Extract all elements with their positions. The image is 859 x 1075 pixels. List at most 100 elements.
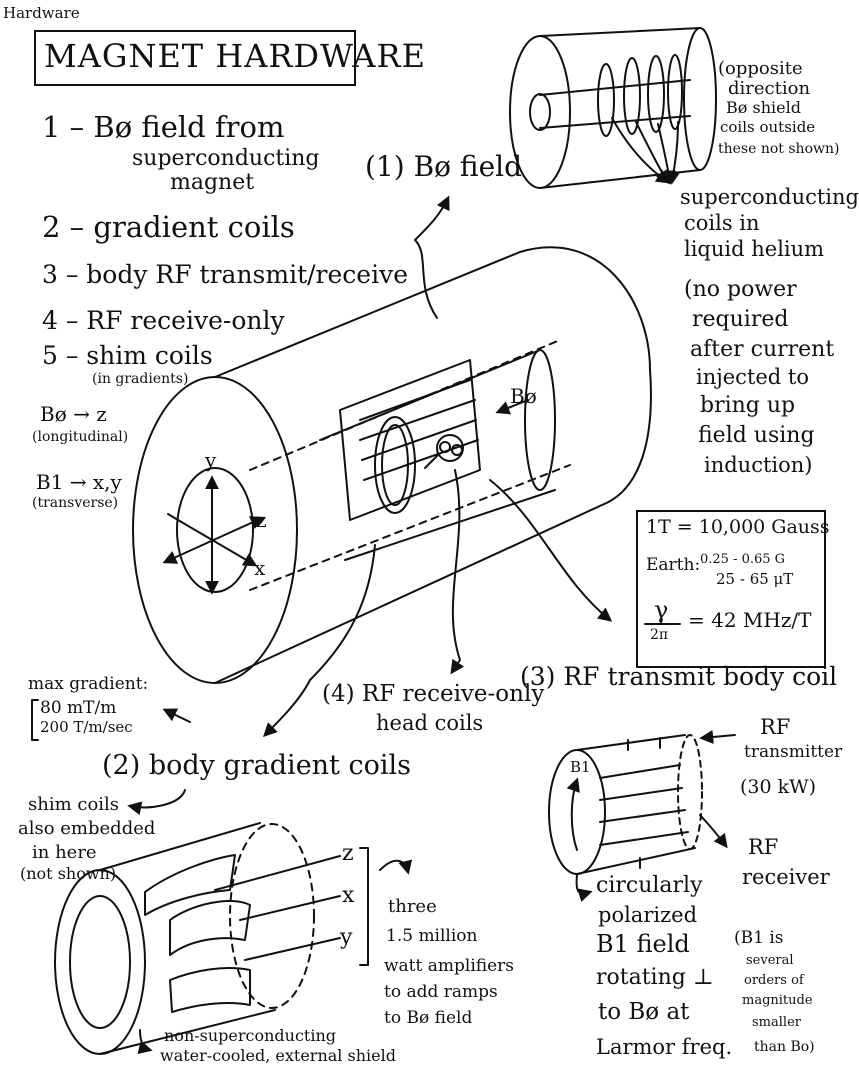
legend-item-5-sub: (in gradients) — [92, 371, 189, 387]
amplifier-note-3: watt amplifiers — [384, 956, 515, 976]
rf-receiver-2: receiver — [742, 865, 830, 889]
sc-note-1: superconducting — [680, 185, 859, 209]
polarized-note-5: to Bø at — [598, 999, 690, 1025]
polarized-note-2: polarized — [598, 903, 698, 927]
opposite-note-3: Bø shield — [726, 98, 801, 117]
legend-item-1-line2: superconducting — [132, 146, 320, 171]
shim-note-3: in here — [32, 842, 97, 863]
max-gradient-label: max gradient: — [28, 674, 149, 694]
amplifier-arrow — [379, 859, 413, 875]
b1-note-3: orders of — [744, 973, 804, 988]
shield-note-1: non-superconducting — [164, 1026, 337, 1045]
gradient-label-y: y — [340, 925, 353, 950]
rf-transmit-callout — [489, 479, 613, 622]
max-gradient-line1: 80 mT/m — [40, 698, 117, 718]
gradient-label-x: x — [342, 883, 355, 908]
shim-arrow — [127, 789, 186, 816]
axis-x-label: x — [254, 556, 266, 580]
axis-y-label: y — [205, 448, 217, 472]
amplifier-note-2: 1.5 million — [386, 926, 478, 946]
page-title: MAGNET HARDWARE — [44, 37, 426, 75]
rf-receive-callout-2: head coils — [376, 711, 484, 735]
amplifier-note-4: to add ramps — [384, 982, 498, 1002]
b0-callout-arrow — [414, 195, 450, 319]
b1-note-5: smaller — [752, 1015, 801, 1030]
power-note-7: induction) — [704, 453, 813, 477]
amplifier-note-1: three — [388, 896, 437, 917]
gradient-callout — [263, 544, 376, 737]
tesla-gauss: 1T = 10,000 Gauss — [646, 516, 830, 538]
shim-note-4: (not shown) — [20, 864, 117, 883]
shield-note-2: water-cooled, external shield — [160, 1046, 396, 1065]
units-box — [636, 510, 826, 668]
bore-axes — [162, 475, 265, 595]
power-note-3: after current — [690, 337, 835, 362]
b1-note-4: magnitude — [742, 993, 813, 1008]
inner-coils — [319, 349, 556, 561]
magnet-cross-section — [509, 27, 717, 189]
gradient-label-z: z — [342, 841, 354, 866]
b1-rotation-arrow — [566, 777, 580, 851]
opposite-note-4: coils outside — [720, 118, 816, 136]
power-note-2: required — [692, 307, 789, 332]
polarized-arrow — [575, 874, 593, 902]
legend-item-4: 4 – RF receive-only — [42, 306, 285, 335]
earth-microtesla: 25 - 65 μT — [716, 570, 794, 588]
rf-receive-callout-1: (4) RF receive-only — [322, 681, 545, 707]
shim-note-2: also embedded — [18, 818, 156, 839]
sc-coil-pointers — [611, 117, 681, 185]
gradient-coil-drawing — [54, 822, 369, 1055]
axis-z-label: z — [256, 508, 267, 532]
legend-item-5: 5 – shim coils — [42, 341, 213, 370]
b1-note-2: several — [746, 953, 794, 968]
power-note-1: (no power — [684, 277, 797, 302]
max-gradient-line2: 200 T/m/sec — [40, 718, 133, 736]
polarized-note-4: rotating ⊥ — [596, 965, 714, 990]
rf-transmitter-1: RF — [760, 715, 791, 739]
rf-receive-callout — [450, 469, 465, 675]
rf-transmit-callout-label: (3) RF transmit body coil — [520, 662, 838, 691]
b0-axis-note: Bø → z — [40, 402, 107, 426]
opposite-note-5: these not shown) — [718, 141, 840, 157]
rf-body-coil-drawing — [548, 734, 703, 875]
opposite-note-1: (opposite — [718, 58, 803, 79]
opposite-note-2: direction — [728, 78, 811, 99]
b0-arrow-label: Bø — [510, 384, 537, 408]
gradient-callout-label: (2) body gradient coils — [102, 750, 411, 781]
gamma-symbol: γ — [654, 596, 669, 624]
power-note-4: injected to — [696, 365, 810, 389]
rf-receiver-1: RF — [748, 835, 779, 859]
power-note-5: bring up — [700, 393, 796, 418]
shim-note-1: shim coils — [28, 794, 120, 815]
legend-item-1-line3: magnet — [170, 170, 255, 195]
sc-note-3: liquid helium — [684, 237, 825, 261]
legend-item-3: 3 – body RF transmit/receive — [42, 260, 409, 289]
title-box — [34, 30, 356, 86]
legend-item-2: 2 – gradient coils — [42, 210, 295, 244]
earth-gauss: 0.25 - 0.65 G — [700, 552, 786, 567]
rf-transmitter-3: (30 kW) — [740, 776, 817, 798]
two-pi: 2π — [650, 627, 669, 643]
polarized-note-3: B1 field — [596, 930, 690, 958]
b1-note-6: than Bo) — [754, 1039, 815, 1055]
amplifier-note-5: to Bø field — [384, 1008, 473, 1028]
b1-axis-note: B1 → x,y — [36, 470, 122, 494]
b1-vector-label: B1 — [570, 758, 591, 776]
legend-item-1: 1 – Bø field from — [42, 110, 285, 144]
shield-arrow — [137, 1029, 153, 1055]
earth-label: Earth: — [646, 555, 701, 575]
diagram-drawing — [31, 27, 736, 1055]
corner-label: Hardware — [3, 4, 80, 22]
b0-arrow — [495, 399, 529, 415]
b0-field-callout: (1) Bø field — [365, 150, 523, 183]
polarized-note-1: circularly — [596, 873, 703, 898]
power-note-6: field using — [698, 423, 815, 448]
max-gradient-bracket — [31, 699, 39, 741]
b0-axis-note-sub: (longitudinal) — [32, 429, 129, 445]
rf-transmitter-arrow — [699, 730, 736, 744]
sc-note-2: coils in — [684, 211, 760, 235]
polarized-note-6: Larmor freq. — [596, 1035, 733, 1059]
gyromagnetic-ratio: = 42 MHz/T — [688, 608, 812, 632]
rf-transmitter-2: transmitter — [744, 742, 843, 762]
b1-axis-note-sub: (transverse) — [32, 495, 119, 511]
